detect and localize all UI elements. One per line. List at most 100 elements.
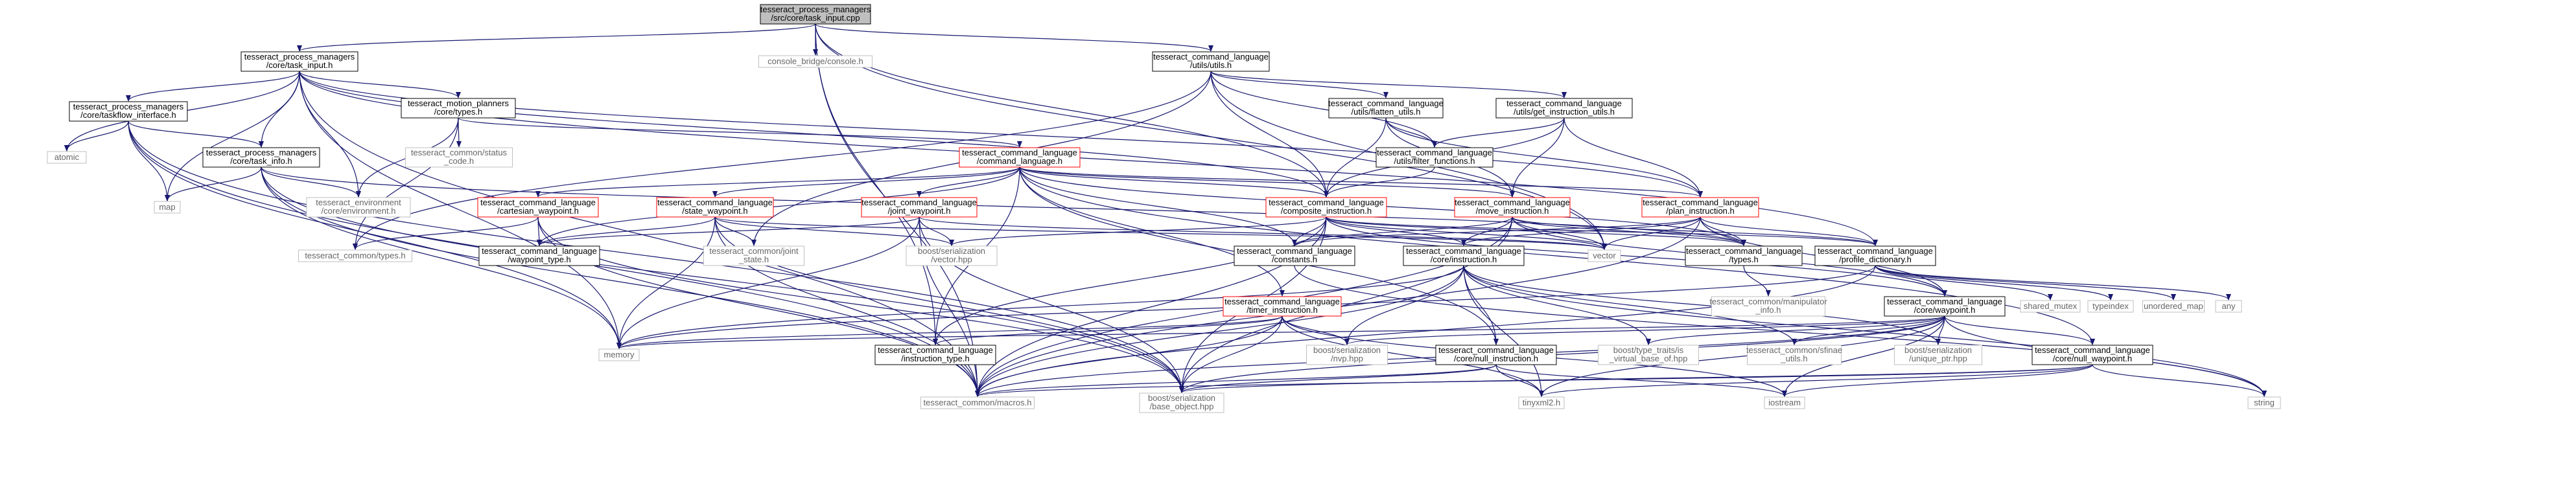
node-box (69, 101, 188, 122)
node-label-line: tesseract_command_language (1377, 148, 1492, 157)
node-label-line: _code.h (443, 156, 474, 166)
edge-core_wp-to-sfinae (1792, 315, 1945, 345)
node-timer_instr[interactable]: tesseract_command_language/timer_instruc… (1223, 296, 1342, 317)
node-box (1884, 296, 2006, 317)
node-macros: tesseract_common/macros.h (920, 396, 1035, 409)
node-move_instr[interactable]: tesseract_command_language/move_instruct… (1454, 197, 1571, 218)
node-root[interactable]: tesseract_process_managers/src/core/task… (760, 4, 871, 25)
edge-state_wp-to-base_object (714, 216, 1184, 393)
edge-root-to-utils_h (815, 23, 1213, 52)
node-profile_dict[interactable]: tesseract_command_language/profile_dicti… (1814, 245, 1936, 266)
node-box (1641, 197, 1759, 218)
edge-null_wp-to-tinyxml (1539, 364, 2093, 397)
edge-state_wp-to-boost_vector (714, 216, 954, 246)
node-virtual_base: boost/type_traits/is_virtual_base_of.hpp (1598, 345, 1699, 365)
node-label-line: /core/instruction.h (1431, 255, 1497, 264)
node-memory: memory (598, 348, 640, 361)
node-joint_wp[interactable]: tesseract_command_language/joint_waypoin… (861, 197, 978, 218)
edge-timer_instr-to-base_object (1179, 315, 1283, 393)
edge-get_instr-to-move_instr (1510, 117, 1565, 198)
node-label-line: tesseract_command_language (1818, 246, 1933, 256)
node-tf_iface[interactable]: tesseract_process_managers/core/taskflow… (69, 101, 188, 122)
node-plan_instr[interactable]: tesseract_command_language/plan_instruct… (1641, 197, 1759, 218)
node-box (1711, 296, 1825, 317)
node-cart_wp[interactable]: tesseract_command_language/cartesian_way… (477, 197, 599, 218)
node-composite[interactable]: tesseract_command_language/composite_ins… (1265, 197, 1387, 218)
node-label-line: /timer_instruction.h (1247, 305, 1318, 315)
edge-mp_types-to-cmd_lang (458, 117, 1022, 148)
node-label-line: tesseract_command_language (1328, 98, 1444, 108)
node-wp_type[interactable]: tesseract_command_language/waypoint_type… (478, 245, 600, 266)
edge-core_wp-to-iostream (1782, 315, 1945, 397)
edge-cart_wp-to-macros (537, 216, 980, 397)
node-label-line: /core/null_waypoint.h (2053, 354, 2132, 363)
node-label-line: /src/core/task_input.cpp (771, 13, 860, 23)
edge-core_instr-to-sfinae (1463, 265, 1797, 345)
node-instr_type[interactable]: tesseract_command_language/instruction_t… (874, 345, 996, 365)
node-box (1495, 98, 1633, 119)
edge-ti_h-to-macros (299, 71, 980, 397)
node-label-line: tesseract_common/macros.h (924, 398, 1032, 407)
node-cl_types[interactable]: tesseract_command_language/types.h (1685, 245, 1803, 266)
node-flatten[interactable]: tesseract_command_language/utils/flatten… (1328, 98, 1444, 119)
node-label-line: /unique_ptr.hpp (1909, 354, 1967, 363)
node-layer: tesseract_process_managers/src/core/task… (47, 4, 2281, 413)
edge-composite-to-boost_vector (949, 216, 1327, 246)
node-label-line: /base_object.hpp (1149, 402, 1213, 411)
node-get_instr[interactable]: tesseract_command_language/utils/get_ins… (1495, 98, 1633, 119)
node-ti_h[interactable]: tesseract_process_managers/core/task_inp… (240, 51, 358, 72)
node-cmd_lang[interactable]: tesseract_command_language/command_langu… (959, 147, 1081, 168)
node-box (1685, 245, 1803, 266)
node-label-line: tesseract_command_language (657, 198, 773, 207)
node-label-line: iostream (1768, 398, 1801, 407)
node-box (1518, 396, 1565, 409)
edge-state_wp-to-vector (714, 216, 1607, 250)
node-label-line: shared_mutex (2024, 301, 2078, 311)
edge-ti_h-to-mp_types (299, 71, 461, 98)
node-box (1814, 245, 1936, 266)
node-label-line: _state.h (738, 255, 769, 264)
node-atomic: atomic (47, 151, 87, 164)
node-label-line: /utils/flatten_utils.h (1352, 107, 1421, 117)
node-label-line: boost/serialization (1313, 345, 1381, 355)
edge-joint_wp-to-wp_type (537, 216, 920, 246)
edge-root-to-instr_type (815, 23, 938, 345)
node-null_instr[interactable]: tesseract_command_language/core/null_ins… (1435, 345, 1557, 365)
edge-joint_wp-to-memory (616, 216, 920, 349)
edge-utils_h-to-get_instr (1210, 71, 1567, 98)
node-label-line: tesseract_command_language (861, 198, 977, 207)
edge-root-to-composite (815, 23, 1329, 198)
node-label-line: any (2222, 301, 2236, 311)
node-constants[interactable]: tesseract_command_language/constants.h (1234, 245, 1355, 266)
node-label-line: tesseract_common/types.h (305, 251, 405, 260)
node-box (1376, 147, 1493, 168)
node-filter_fn[interactable]: tesseract_command_language/utils/filter_… (1376, 147, 1493, 168)
edge-tf_iface-to-task_info (128, 120, 264, 148)
edge-composite-to-instr_type (933, 216, 1327, 345)
node-label-line: tinyxml2.h (1523, 398, 1561, 407)
edge-joint_wp-to-vector (919, 216, 1607, 250)
node-core_instr[interactable]: tesseract_command_language/core/instruct… (1403, 245, 1525, 266)
node-label-line: _info.h (1755, 305, 1781, 315)
node-box (906, 245, 998, 266)
node-vector: vector (1587, 249, 1621, 262)
edge-core_instr-to-memory (616, 265, 1464, 349)
edge-null_instr-to-macros (975, 364, 1497, 397)
node-box (1454, 197, 1571, 218)
edge-task_info-to-cl_types (261, 166, 1746, 246)
node-label-line: _utils.h (1780, 354, 1807, 363)
node-core_wp[interactable]: tesseract_command_language/core/waypoint… (1884, 296, 2006, 317)
node-null_wp[interactable]: tesseract_command_language/core/null_way… (2032, 345, 2153, 365)
node-state_wp[interactable]: tesseract_command_language/state_waypoin… (656, 197, 774, 218)
node-box (758, 55, 872, 68)
edge-cmd_lang-to-move_instr (1019, 166, 1515, 198)
edge-plan_instr-to-profile_dict (1700, 216, 1878, 246)
node-task_info[interactable]: tesseract_process_managers/core/task_inf… (202, 147, 320, 168)
node-label-line: boost/serialization (918, 246, 985, 256)
node-mp_types[interactable]: tesseract_motion_planners/core/types.h (401, 98, 516, 119)
node-utils_h[interactable]: tesseract_command_language/utils/utils.h (1152, 51, 1270, 72)
edge-get_instr-to-filter_fn (1432, 117, 1565, 148)
node-label-line: /core/taskflow_interface.h (80, 110, 176, 120)
edge-plan_instr-to-vector (1602, 216, 1701, 250)
